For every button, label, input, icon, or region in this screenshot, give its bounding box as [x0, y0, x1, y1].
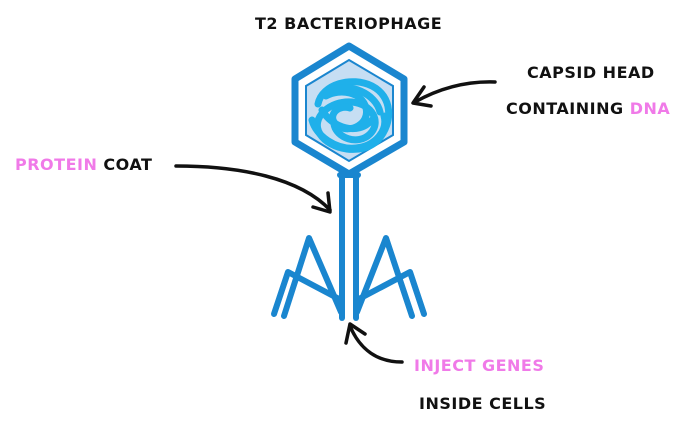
- protein-highlight: PROTEIN: [15, 155, 98, 174]
- coat-arrow: [174, 164, 332, 214]
- capsid-label: CAPSID HEAD: [527, 63, 655, 82]
- capsid-head: [291, 42, 408, 178]
- dna-coil: [308, 78, 393, 153]
- right-inner-fiber: [354, 269, 427, 317]
- capsid-dna-label: CONTAINING DNA: [506, 99, 670, 118]
- dna-highlight: DNA: [629, 99, 671, 118]
- inject-arrow: [344, 322, 404, 364]
- left-inner-fiber: [271, 269, 344, 317]
- capsid-arrow: [411, 80, 497, 108]
- left-outer-fiber: [281, 235, 344, 319]
- diagram-title: T2 BACTERIOPHAGE: [255, 14, 443, 33]
- tail-fibers: [271, 235, 427, 321]
- inject-genes-label: INJECT GENES: [414, 356, 545, 375]
- right-outer-fiber: [354, 235, 415, 319]
- tail-sheath: [337, 169, 361, 315]
- protein-coat-label: PROTEIN COAT: [15, 155, 152, 174]
- capsid-dna-prefix: CONTAINING: [506, 99, 630, 118]
- coat-suffix: COAT: [97, 155, 153, 174]
- inside-cells-label: INSIDE CELLS: [419, 394, 547, 413]
